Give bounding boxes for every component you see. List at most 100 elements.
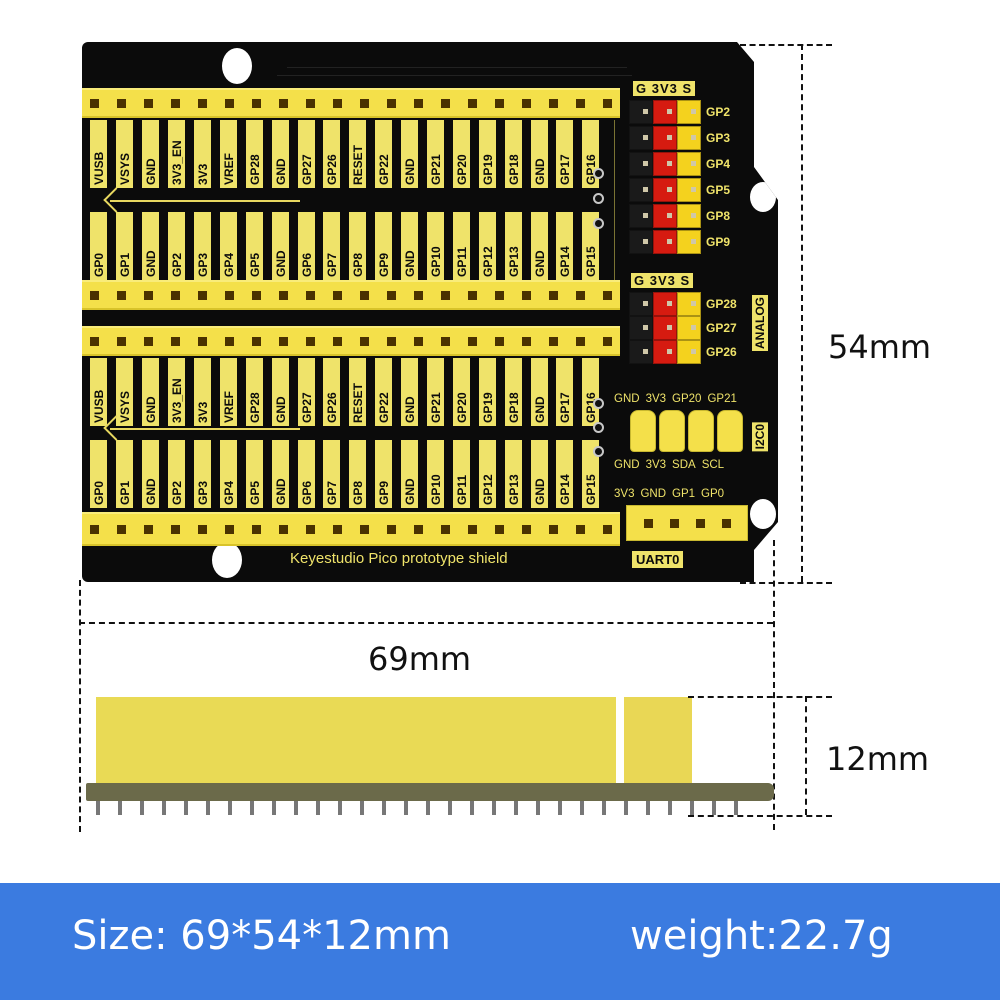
pin-label: GP0 (86, 440, 112, 508)
connector-label: GP20 (672, 393, 702, 405)
pin-label-text: GP18 (504, 358, 522, 426)
socket (603, 336, 612, 346)
pin-label-text: GP17 (556, 358, 574, 426)
servo-pin-label: GP28 (706, 297, 737, 311)
pin-label: GP5 (241, 440, 267, 508)
socket (441, 524, 450, 534)
pin-label-text: GP11 (452, 440, 470, 508)
servo-pin-row (629, 292, 701, 316)
header-pin-yellow (677, 292, 701, 316)
mounting-hole (750, 499, 776, 529)
pin-label-text: GND (271, 212, 289, 280)
connector-label: GND (614, 393, 640, 405)
pin-label-text: GP20 (452, 120, 470, 188)
digital-header-columns: G 3V3 S (633, 81, 696, 96)
pin-label: GP19 (474, 120, 500, 188)
pin-label: VUSB (86, 358, 112, 426)
socket (90, 336, 99, 346)
pin-label: GP6 (293, 212, 319, 280)
socket (576, 290, 585, 300)
pin-label: GP20 (448, 358, 474, 426)
socket (225, 336, 234, 346)
servo-pin-label: GP27 (706, 321, 737, 335)
dimension-line (740, 44, 832, 46)
socket (333, 524, 342, 534)
size-spec: Size: 69*54*12mm (72, 913, 451, 959)
socket (171, 524, 180, 534)
pin-label-text: GP1 (116, 440, 134, 508)
pin-label-text: GP11 (452, 212, 470, 280)
pin-label: GND (138, 440, 164, 508)
pin-label: GND (397, 212, 423, 280)
pin-label: GND (526, 120, 552, 188)
pin-label-text: RESET (349, 358, 367, 426)
connector-label: GND (614, 459, 640, 471)
header-pin-black (629, 204, 653, 228)
pin-label-text: 3V3 (194, 120, 211, 188)
pin-label-text: GP19 (478, 120, 496, 188)
pin-label: GND (138, 212, 164, 280)
pin-label: GND (397, 440, 423, 508)
socket (669, 518, 679, 528)
pin-label-text: GND (271, 358, 289, 426)
pin-label-text: GP22 (375, 120, 393, 188)
pin-label-text: GP9 (375, 440, 393, 508)
socket (252, 98, 261, 108)
servo-pin-row (629, 178, 701, 202)
socket (495, 524, 504, 534)
pin-label: GP27 (293, 358, 319, 426)
socket (225, 98, 234, 108)
direction-arrow (110, 200, 300, 202)
servo-pin-label: GP8 (706, 209, 731, 223)
i2c-pin (688, 410, 714, 452)
pin-label: GP0 (86, 212, 112, 280)
socket (549, 98, 558, 108)
pin-label: GND (526, 212, 552, 280)
pin-label-text: GP21 (427, 358, 445, 426)
socket (333, 290, 342, 300)
socket (721, 518, 731, 528)
socket (333, 98, 342, 108)
header-pin-yellow (677, 100, 701, 124)
socket (252, 290, 261, 300)
socket (144, 98, 153, 108)
socket (576, 98, 585, 108)
socket (144, 336, 153, 346)
socket (603, 290, 612, 300)
pin-label-text: GP8 (349, 440, 367, 508)
female-header-bottom-2 (82, 512, 620, 546)
socket (441, 336, 450, 346)
pin-label: GP8 (345, 440, 371, 508)
header-pin-yellow (677, 126, 701, 150)
socket (198, 290, 207, 300)
mounting-hole (212, 542, 242, 578)
connector-label: 3V3 (614, 488, 635, 500)
socket (144, 290, 153, 300)
pin-label: 3V3 (190, 358, 216, 426)
socket (333, 336, 342, 346)
pin-label: VSYS (112, 120, 138, 188)
pin-label-text: GP22 (375, 358, 393, 426)
pin-label-text: 3V3_EN (168, 358, 186, 426)
board-title: Keyestudio Pico prototype shield (290, 550, 508, 567)
uart-header (626, 505, 748, 541)
via-hole (593, 398, 604, 409)
pin-label: GP12 (474, 212, 500, 280)
pin-label: GP10 (423, 212, 449, 280)
socket (90, 524, 99, 534)
pin-label: GP5 (241, 212, 267, 280)
pin-label-text: GND (271, 440, 289, 508)
socket (171, 336, 180, 346)
pin-label: GP14 (552, 212, 578, 280)
pin-label: GP9 (371, 440, 397, 508)
pin-label: GP16 (578, 358, 604, 426)
servo-pin-label: GP26 (706, 345, 737, 359)
pin-label-text: GP14 (556, 440, 574, 508)
socket (522, 98, 531, 108)
socket (549, 336, 558, 346)
pin-label-text: 3V3_EN (168, 120, 186, 188)
pin-label-text: GP26 (323, 120, 341, 188)
socket (90, 290, 99, 300)
